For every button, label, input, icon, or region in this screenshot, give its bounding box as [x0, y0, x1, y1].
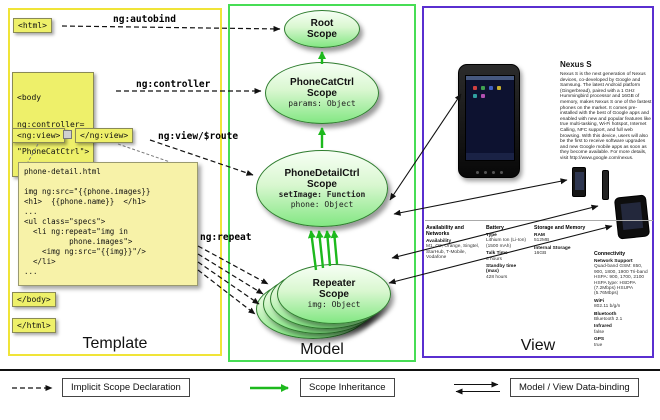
model-section-label: Model [300, 341, 344, 358]
legend-model-view-databinding: Model / View Data-binding [510, 378, 639, 397]
spec-value: Lithium Ion (Li-Ion) (1500 mAh) [486, 238, 526, 249]
app-icon-dot [497, 86, 501, 90]
scope-title: Scope [306, 88, 337, 99]
dashed-arrow-icon [12, 385, 53, 391]
root-scope-ellipse: Root Scope [284, 10, 360, 48]
code-line: img ng:src="{{phone.images}} [24, 187, 151, 196]
spec-label: WiFi [594, 298, 605, 304]
phone-screen [465, 75, 515, 161]
code-line: ... [24, 267, 38, 276]
scope-title: Scope [306, 178, 337, 190]
spec-value: Quad-band GSM: 850, 900, 1800, 1900 Tri-… [594, 264, 648, 297]
ng-controller-label: ng:controller [136, 79, 211, 90]
code-line: <h1> {{phone.name}} </h1> [24, 197, 146, 206]
ng-autobind-label: ng:autobind [113, 14, 176, 25]
code-line: <img ng:src="{{img}}"/> [24, 247, 146, 256]
legend-implicit-scope-declaration: Implicit Scope Declaration [62, 378, 190, 397]
spec-value: M1, O2, Orange, Singtel, StarHub, T-Mobi… [426, 244, 480, 261]
spec-value: 428 hours [486, 274, 508, 280]
ngview-open-tag: <ng:view> [12, 128, 66, 143]
code-line: ... [24, 207, 38, 216]
legend-scope-inheritance: Scope Inheritance [300, 378, 395, 397]
phone-button-dot [475, 171, 479, 174]
code-line: phone.images"> [24, 237, 133, 246]
phonecatctrl-scope-ellipse: PhoneCatCtrl Scope params: Object [265, 62, 379, 124]
spec-label: Infrared [594, 324, 612, 330]
phone-button-dot [499, 171, 503, 174]
app-icon-dot [481, 86, 485, 90]
body-tag-line-2: ng:controller= [17, 120, 85, 129]
spec-col-availability: Availability and Networks Availability M… [426, 225, 483, 261]
body-tag-line-3: "PhoneCatCtrl"> [17, 147, 90, 156]
phone-button-dot [491, 171, 495, 174]
ngview-close-tag: </ng:view> [75, 128, 134, 143]
spec-header: Storage and Memory [534, 225, 586, 231]
scope-title: Scope [306, 29, 337, 40]
phone-description: Nexus S is the next generation of Nexus … [560, 72, 652, 161]
spec-header: Battery [486, 225, 504, 231]
scope-title: Root [310, 18, 334, 29]
thumbnail-screen [575, 172, 584, 190]
scope-prop: img: Object [307, 300, 361, 309]
spec-header: Connectivity [594, 251, 626, 257]
spec-col-battery: Battery Type Lithium Ion (Li-Ion) (1500 … [486, 225, 530, 280]
scope-prop: phone: Object [290, 199, 354, 209]
repeater-scope-ellipse: Repeater Scope img: Object [277, 264, 391, 324]
phone-button-dot [483, 171, 487, 174]
spec-value: Bluetooth 2.1 [594, 317, 623, 323]
html-close-tag: </html> [12, 318, 56, 333]
nexus-phone-image [458, 64, 520, 178]
scope-title: PhoneDetailCtrl [284, 167, 360, 179]
code-line: phone-detail.html [24, 167, 101, 176]
scope-title: PhoneCatCtrl [290, 77, 354, 88]
phone-thumbnail-side [602, 170, 609, 200]
phone-status-bar [466, 76, 514, 80]
ng-repeat-label: ng:repeat [200, 232, 252, 243]
ngview-placeholder-box [63, 130, 72, 139]
spec-header: Availability and Networks [426, 225, 464, 237]
legend: Implicit Scope Declaration Scope Inherit… [0, 376, 660, 416]
spec-value: 6 hours [486, 256, 502, 262]
code-line: <ul class="specs"> [24, 217, 106, 226]
phone-dock [466, 153, 514, 160]
phone-detail-code-box: phone-detail.html img ng:src="{{phone.im… [18, 162, 198, 286]
spec-value: 512MB [534, 238, 550, 244]
spec-label: Standby time (max) [486, 264, 517, 275]
phone-title: Nexus S [560, 60, 592, 69]
legend-divider [0, 369, 660, 371]
spec-label: Bluetooth [594, 311, 617, 317]
code-line: </li> [24, 257, 56, 266]
scope-prop: params: Object [288, 99, 356, 108]
scope-prop: setImage: Function [278, 189, 366, 199]
app-icon-dot [481, 94, 485, 98]
spec-value: 802.11 b/g/n [594, 304, 621, 310]
spec-col-storage: Storage and Memory RAM 512MB Internal St… [534, 225, 590, 257]
scope-title: Scope [318, 289, 349, 300]
scope-title: Repeater [312, 278, 356, 289]
html-open-tag: <html> [13, 18, 52, 33]
spec-label: GPS [594, 337, 605, 343]
phone-thumbnail-front [572, 167, 586, 197]
view-section-label: View [520, 337, 556, 354]
body-tag-line-1: <body [17, 93, 42, 102]
green-arrow-icon [250, 384, 289, 392]
spec-value: true [594, 342, 603, 348]
phonedetailctrl-scope-ellipse: PhoneDetailCtrl Scope setImage: Function… [256, 150, 388, 227]
phone-buttons [459, 171, 519, 174]
app-icon-dot [473, 86, 477, 90]
template-section-label: Template [82, 335, 148, 352]
code-line: <li ng:repeat="img in [24, 227, 128, 236]
phone-app-icons [466, 80, 514, 104]
body-close-tag: </body> [12, 292, 56, 307]
spec-value: 16GB [534, 251, 547, 257]
app-icon-dot [473, 94, 477, 98]
double-arrow-icon [454, 381, 500, 395]
ng-view-route-label: ng:view/$route [158, 131, 239, 142]
code-line [24, 177, 192, 187]
phone-spec-table: Availability and Networks Availability M… [425, 220, 653, 348]
spec-value: false [594, 329, 605, 335]
app-icon-dot [489, 86, 493, 90]
spec-col-connectivity: Connectivity Network Support Quad-band G… [594, 251, 651, 348]
spec-label: Network Support [594, 259, 633, 264]
